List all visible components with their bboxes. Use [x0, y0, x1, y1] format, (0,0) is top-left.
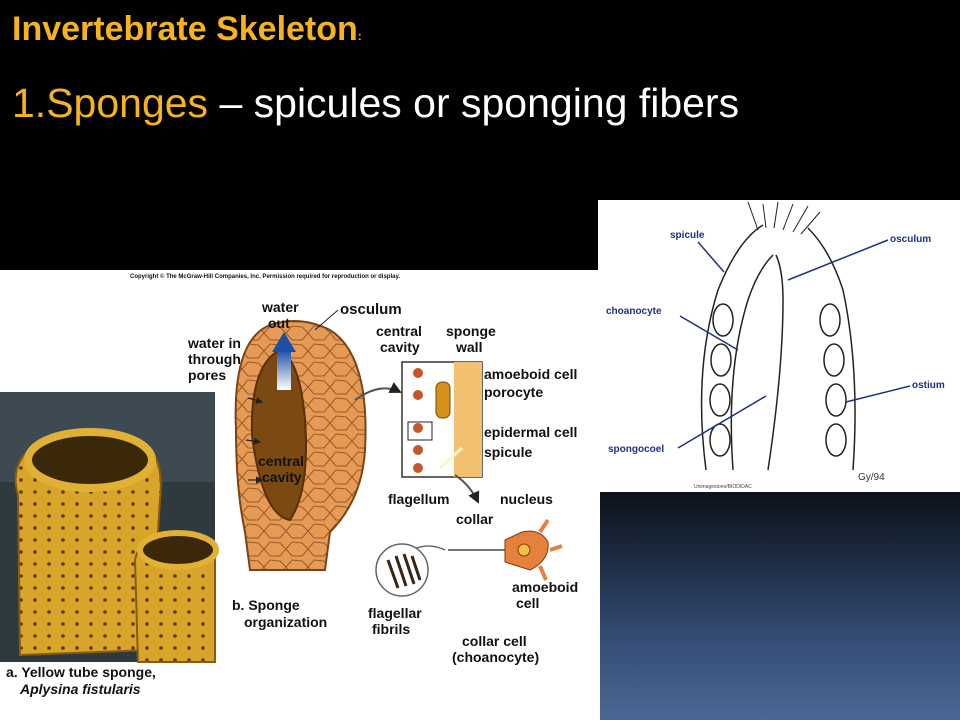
label-amoeboid-1: amoeboid [512, 579, 578, 595]
sponge-line-drawing-figure: spicule osculum choanocyte ostium spongo… [598, 200, 960, 492]
bullet-text: – spicules or sponging fibers [208, 80, 740, 126]
label-leader-lines [677, 239, 911, 449]
label-nucleus: nucleus [500, 491, 553, 507]
right-label-choanocyte: choanocyte [606, 306, 662, 317]
label-flagellum: flagellum [388, 491, 449, 507]
caption-a-line2: Aplysina fistularis [19, 681, 141, 697]
label-flagellar-2: fibrils [372, 621, 410, 637]
slide-title-text: Invertebrate Skeleton [12, 10, 358, 48]
label-central-cavity-1: central [376, 323, 422, 339]
slide-title-colon: : [357, 29, 362, 43]
label-porocyte: porocyte [484, 384, 543, 400]
slide-title: Invertebrate Skeleton: [12, 10, 362, 49]
copyright-notice: Copyright © The McGraw-Hill Companies, I… [130, 273, 400, 280]
label-epidermal-cell: epidermal cell [484, 424, 577, 440]
right-label-spicule: spicule [670, 230, 705, 241]
label-flagellar-1: flagellar [368, 605, 422, 621]
right-credit: Unimagestone/BIODIDAC [694, 484, 752, 490]
bullet-point: 1.Sponges – spicules or sponging fibers [12, 80, 739, 127]
sponge-organization-diagram: Copyright © The McGraw-Hill Companies, I… [0, 273, 578, 697]
label-water-in-2: through [188, 351, 241, 367]
label-sponge-wall-1: sponge [446, 323, 496, 339]
label-water-in-1: water in [187, 335, 241, 351]
label-osculum: osculum [340, 301, 402, 318]
right-label-osculum: osculum [890, 234, 931, 245]
label-amoeboid-2: cell [516, 595, 539, 611]
bullet-highlight: Sponges [46, 80, 209, 126]
bullet-number: 1. [12, 80, 47, 126]
label-central-cavity-2: cavity [380, 339, 420, 355]
label-central-cavity-body-1: central [258, 453, 304, 469]
label-collar: collar [456, 511, 494, 527]
right-signature: Gy/94 [858, 472, 885, 483]
sponge-line-drawing: spicule osculum choanocyte ostium spongo… [606, 201, 945, 490]
label-sponge-wall-2: wall [455, 339, 482, 355]
yellow-tube-sponge-photo [0, 392, 219, 663]
caption-b-line1: b. Sponge [232, 597, 300, 613]
label-spicule: spicule [484, 444, 532, 460]
label-water-out-2: out [268, 315, 290, 331]
sponge-outline-drawing [700, 201, 856, 471]
sponge-body [234, 320, 367, 571]
label-water-in-3: pores [188, 367, 226, 383]
label-water-out-1: water [261, 299, 299, 315]
collar-cell-diagram [375, 474, 563, 597]
sponge-organization-figure: Copyright © The McGraw-Hill Companies, I… [0, 270, 600, 720]
label-central-cavity-body-2: cavity [262, 469, 302, 485]
caption-b-line2: organization [244, 614, 327, 630]
label-collar-cell-1: collar cell [462, 633, 527, 649]
label-collar-cell-2: (choanocyte) [452, 649, 539, 665]
caption-a-line1: a. Yellow tube sponge, [6, 664, 156, 680]
sponge-wall-section [354, 361, 483, 478]
label-amoeboid-cell: amoeboid cell [484, 366, 577, 382]
right-label-ostium: ostium [912, 380, 945, 391]
right-label-spongocoel: spongocoel [608, 444, 664, 455]
